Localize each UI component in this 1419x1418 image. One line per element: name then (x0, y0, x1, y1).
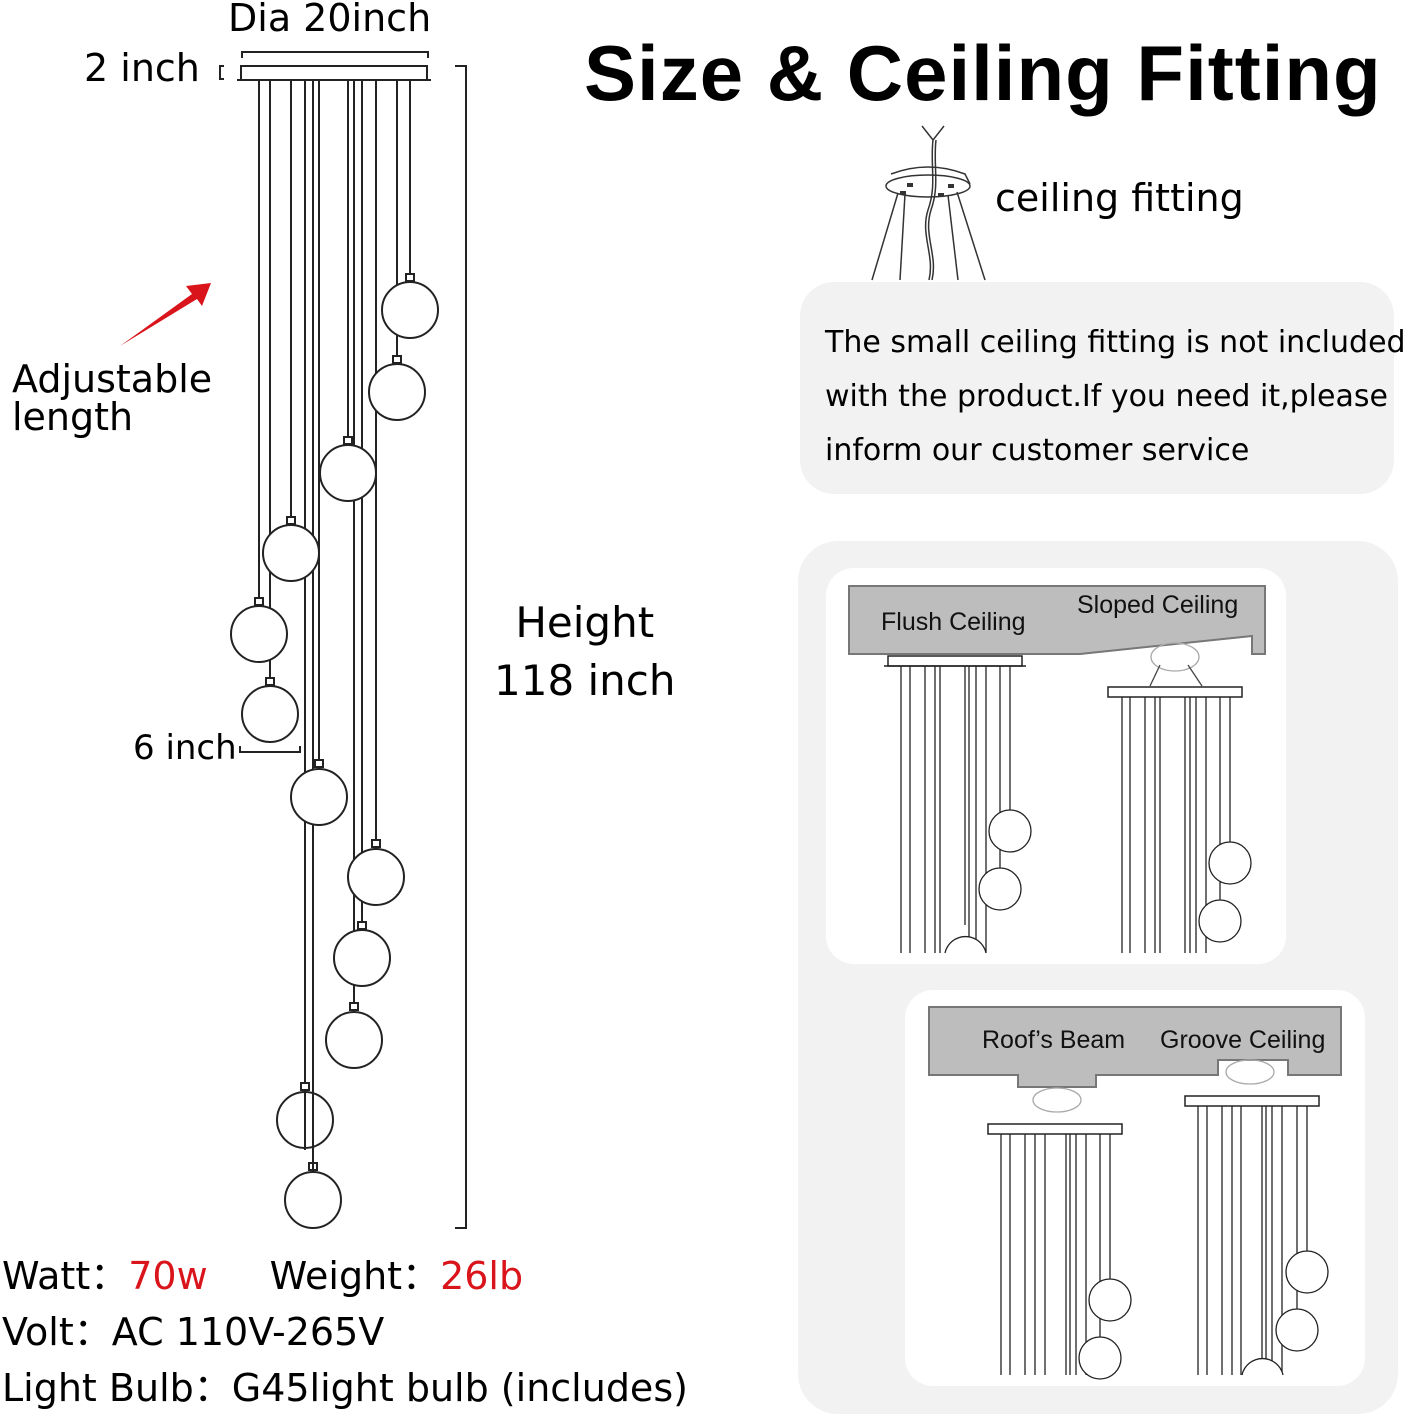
watt-value: 70w (128, 1254, 208, 1298)
diameter-bracket (241, 51, 429, 58)
bulb-value: G45light bulb (includes) (231, 1366, 688, 1410)
globe-size-bracket (239, 746, 301, 753)
ceiling-fitting-note: The small ceiling fitting is not include… (825, 325, 1406, 468)
page-title: Size & Ceiling Fitting (584, 29, 1382, 117)
groove-ceiling-label: Groove Ceiling (1160, 1026, 1326, 1054)
sloped-ceiling-label: Sloped Ceiling (1077, 591, 1239, 619)
height-label: Height 118 inch (494, 598, 676, 705)
flush-ceiling-label: Flush Ceiling (881, 608, 1026, 636)
globe-size-label: 6 inch (133, 728, 237, 768)
weight-value: 26lb (440, 1254, 524, 1298)
height-bracket (455, 65, 467, 1229)
canopy-height-bracket (219, 65, 224, 80)
spec-row-bulb: Light Bulb：G45light bulb (includes) (2, 1366, 688, 1410)
ceiling-fitting-label: ceiling fitting (995, 176, 1244, 220)
spec-row-volt: Volt：AC 110V-265V (2, 1310, 385, 1354)
arrow-up-right-icon (120, 283, 211, 346)
beam-groove-illustration (928, 1006, 1342, 1380)
diameter-label: Dia 20inch (228, 0, 432, 40)
globes (230, 273, 439, 1229)
ceiling-fitting-icon (871, 125, 986, 281)
note-panel (800, 282, 1394, 494)
roofs-beam-label: Roof’s Beam (982, 1026, 1126, 1054)
volt-value: AC 110V-265V (111, 1310, 385, 1354)
canopy-height-label: 2 inch (84, 46, 200, 90)
adjustable-length-label: Adjustable length (12, 357, 213, 439)
canopy (240, 65, 428, 81)
flush-sloped-illustration (848, 585, 1266, 954)
